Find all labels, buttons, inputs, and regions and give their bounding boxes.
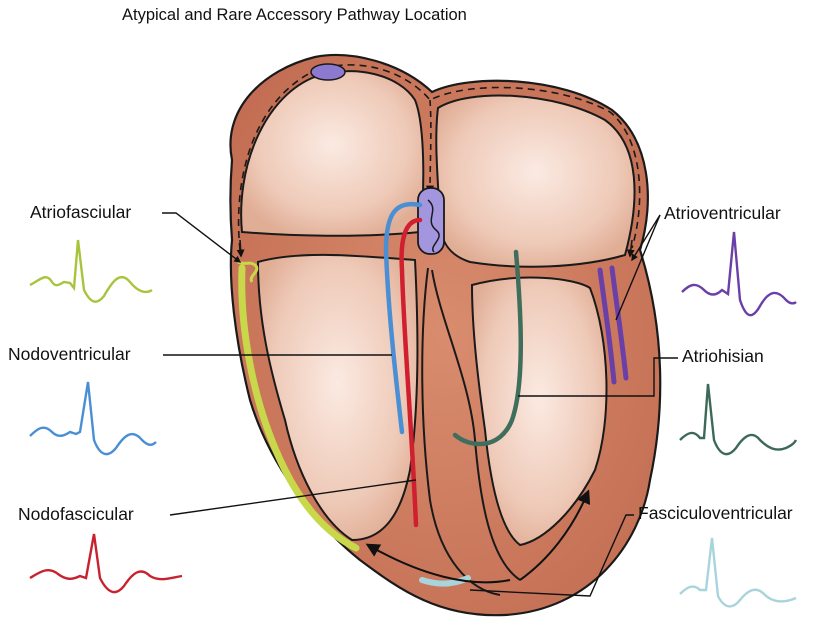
- left-atrium: [436, 96, 634, 267]
- label-atriofascicular: Atriofasciular: [30, 202, 131, 223]
- sinoatrial-node: [311, 64, 345, 80]
- label-atrioventricular: Atrioventricular: [664, 203, 781, 224]
- label-atriohisian: Atriohisian: [682, 346, 764, 367]
- leader-atriofascicular: [162, 213, 240, 262]
- ecg-fasciculoventricular: [680, 538, 796, 606]
- ecg-atrioventricular: [682, 232, 796, 315]
- right-ventricle: [258, 255, 417, 540]
- ecg-nodoventricular: [30, 382, 156, 454]
- label-nodofascicular: Nodofascicular: [18, 504, 134, 525]
- ecg-atriofascicular: [30, 240, 152, 302]
- conduction-path-septal: [430, 100, 431, 192]
- ecg-atriohisian: [680, 384, 796, 454]
- ecg-nodofascicular: [30, 534, 182, 592]
- label-nodoventricular: Nodoventricular: [8, 344, 131, 365]
- label-fasciculoventricular: Fasciculoventricular: [638, 503, 793, 524]
